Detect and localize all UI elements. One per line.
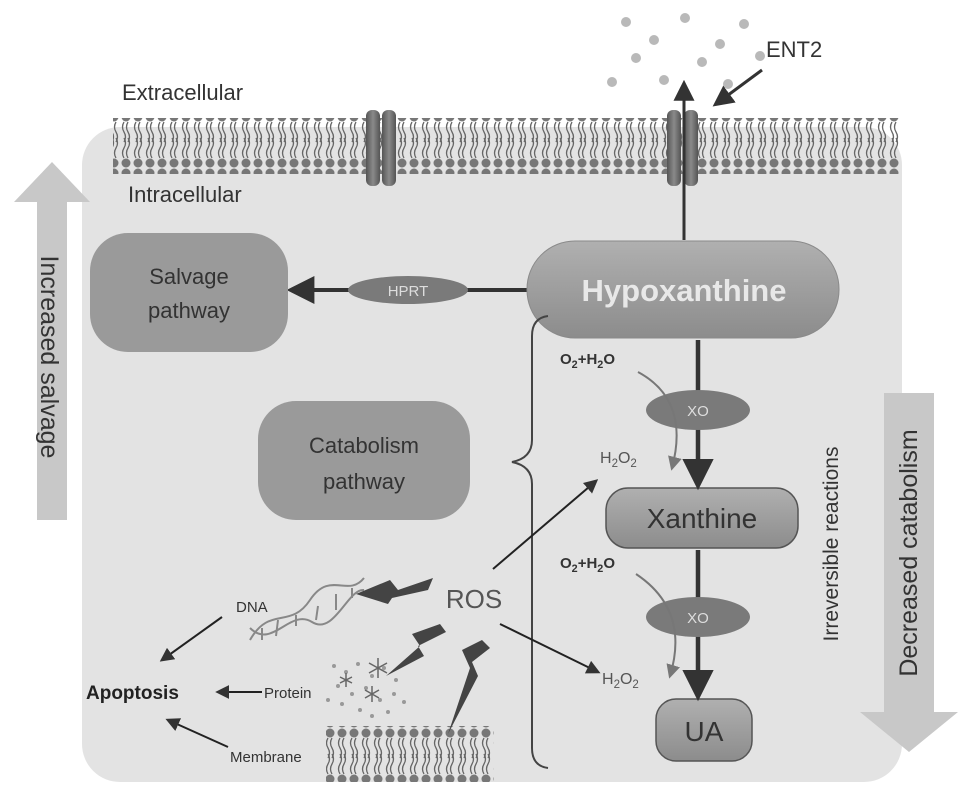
ent2-label: ENT2 bbox=[766, 37, 822, 62]
extracellular-dots bbox=[607, 13, 765, 89]
ua-label: UA bbox=[685, 716, 724, 747]
xo-label-2: XO bbox=[687, 610, 709, 627]
hypoxanthine-label: Hypoxanthine bbox=[582, 273, 787, 308]
catabolism-pathway-label-2: pathway bbox=[323, 469, 405, 494]
salvage-pathway-label-1: Salvage bbox=[149, 264, 229, 289]
hypoxanthine-node bbox=[526, 240, 840, 339]
cell-body bbox=[82, 127, 902, 782]
dna-helix-icon bbox=[249, 577, 365, 641]
o2-consumption-arrow-2 bbox=[635, 573, 680, 679]
protein-fragments-icon bbox=[326, 662, 406, 718]
ros-to-h2o2-1-arrow bbox=[492, 479, 599, 570]
decreased-catabolism-label: Decreased catabolism bbox=[895, 429, 923, 676]
top-membrane bbox=[113, 118, 899, 174]
ros-label: ROS bbox=[446, 584, 502, 614]
dna-label: DNA bbox=[236, 599, 268, 616]
apoptosis-label: Apoptosis bbox=[86, 683, 179, 704]
ent2-pointer-arrow bbox=[712, 68, 763, 107]
hprt-enzyme bbox=[348, 276, 468, 304]
ent2-channel bbox=[667, 110, 698, 186]
extracellular-label: Extracellular bbox=[122, 80, 243, 105]
lightning-bolt-dna-icon bbox=[356, 578, 433, 604]
salvage-pathway-label-2: pathway bbox=[148, 298, 230, 323]
salvage-pathway-node bbox=[90, 233, 288, 352]
lightning-bolt-membrane-icon bbox=[448, 640, 490, 734]
channel-left bbox=[366, 110, 396, 186]
membrane-label: Membrane bbox=[230, 749, 302, 766]
h2o2-label-2: H2​O2​ bbox=[602, 671, 639, 691]
increased-salvage-arrow bbox=[14, 162, 90, 520]
pathway-brace bbox=[511, 315, 549, 769]
protein-label: Protein bbox=[264, 685, 312, 702]
o2-consumption-arrow-1 bbox=[637, 371, 682, 471]
xo-enzyme-2 bbox=[646, 597, 750, 637]
xo-enzyme-1 bbox=[646, 390, 750, 430]
catabolism-pathway-label-1: Catabolism bbox=[309, 433, 419, 458]
decreased-catabolism-arrow bbox=[860, 393, 958, 752]
catabolism-pathway-node bbox=[258, 401, 470, 520]
intracellular-label: Intracellular bbox=[128, 182, 242, 207]
hprt-label: HPRT bbox=[388, 283, 429, 300]
lightning-bolt-protein-icon bbox=[386, 624, 446, 676]
o2-h2o-label-2: O2​+H2​O bbox=[560, 555, 615, 575]
increased-salvage-label: Increased salvage bbox=[35, 256, 63, 459]
xo-label-1: XO bbox=[687, 403, 709, 420]
dna-to-apoptosis-arrow bbox=[159, 616, 223, 662]
h2o2-label-1: H2​O2​ bbox=[600, 450, 637, 470]
membrane-to-apoptosis-arrow bbox=[165, 718, 229, 748]
bottom-membrane bbox=[326, 726, 494, 782]
protein-star-icons bbox=[339, 658, 388, 702]
o2-h2o-label-1: O2​+H2​O bbox=[560, 351, 615, 371]
ros-to-h2o2-2-arrow bbox=[499, 623, 601, 674]
xanthine-label: Xanthine bbox=[647, 503, 758, 534]
irreversible-reactions-label: Irreversible reactions bbox=[820, 447, 843, 642]
